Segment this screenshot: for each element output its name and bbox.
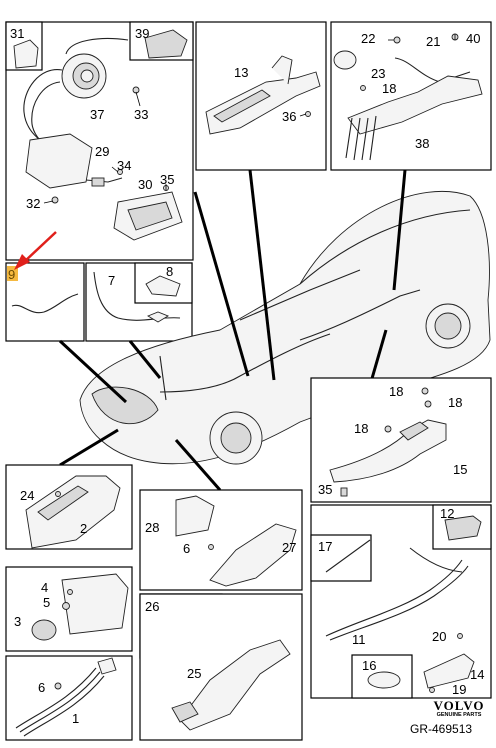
callout-39: 39 [135, 26, 149, 41]
brand-subtitle: GENUINE PARTS [436, 712, 482, 718]
box-wiring-main [5, 21, 194, 261]
brand-name: VOLVO [433, 698, 485, 713]
callout-33: 33 [134, 107, 148, 122]
callout-12: 12 [440, 506, 454, 521]
callout-4: 4 [41, 580, 48, 595]
callout-36: 36 [282, 109, 296, 124]
callout-14: 14 [470, 667, 484, 682]
box-part-2 [5, 464, 133, 550]
callout-34: 34 [117, 158, 131, 173]
brand-logo: VOLVO GENUINE PARTS [426, 698, 492, 718]
callout-18-c: 18 [354, 421, 368, 436]
car-illustration [79, 191, 491, 465]
callout-5: 5 [43, 595, 50, 610]
callout-7: 7 [108, 273, 115, 288]
callout-labels: 31 39 33 37 29 34 30 35 32 13 36 22 21 4… [8, 26, 484, 726]
callout-1: 1 [72, 711, 79, 726]
callout-24: 24 [20, 488, 34, 503]
callout-18-top: 18 [382, 81, 396, 96]
callout-6-bottom: 6 [38, 680, 45, 695]
callout-15: 15 [453, 462, 467, 477]
box-air-duct [310, 377, 492, 503]
box-part-25 [139, 593, 303, 741]
callout-9: 9 [8, 267, 15, 282]
callout-25: 25 [187, 666, 201, 681]
callout-19: 19 [452, 682, 466, 697]
box-rear-harness [310, 504, 492, 699]
callout-38: 38 [415, 136, 429, 151]
callout-20: 20 [432, 629, 446, 644]
box-cable-duct [195, 21, 327, 171]
pointer-arrows [58, 169, 407, 491]
callout-3: 3 [14, 614, 21, 629]
box-roof-harness [330, 21, 492, 171]
highlight-marker [7, 266, 18, 281]
callout-23: 23 [371, 66, 385, 81]
callout-29: 29 [95, 144, 109, 159]
box-part-3-4-5 [5, 566, 133, 652]
callout-37: 37 [90, 107, 104, 122]
callout-8: 8 [166, 264, 173, 279]
callout-16: 16 [362, 658, 376, 673]
box-part-1 [5, 655, 133, 741]
callout-30: 30 [138, 177, 152, 192]
callout-35-mid: 35 [318, 482, 332, 497]
document-number: GR-469513 [410, 722, 473, 736]
callout-17: 17 [318, 539, 332, 554]
callout-26: 26 [145, 599, 159, 614]
box-part-9 [5, 262, 85, 342]
callout-28: 28 [145, 520, 159, 535]
callout-31: 31 [10, 26, 24, 41]
callout-22: 22 [361, 31, 375, 46]
callout-2: 2 [80, 521, 87, 536]
callout-40: 40 [466, 31, 480, 46]
callout-13: 13 [234, 65, 248, 80]
callout-32: 32 [26, 196, 40, 211]
callout-21: 21 [426, 34, 440, 49]
callout-18-b: 18 [448, 395, 462, 410]
callout-18-a: 18 [389, 384, 403, 399]
callout-6-mid: 6 [183, 541, 190, 556]
callout-27: 27 [282, 540, 296, 555]
callout-11: 11 [352, 632, 366, 647]
box-part-7-8 [85, 262, 193, 342]
callout-35-top: 35 [160, 172, 174, 187]
box-part-27-28 [139, 489, 303, 591]
red-pointer-arrow [14, 231, 57, 270]
